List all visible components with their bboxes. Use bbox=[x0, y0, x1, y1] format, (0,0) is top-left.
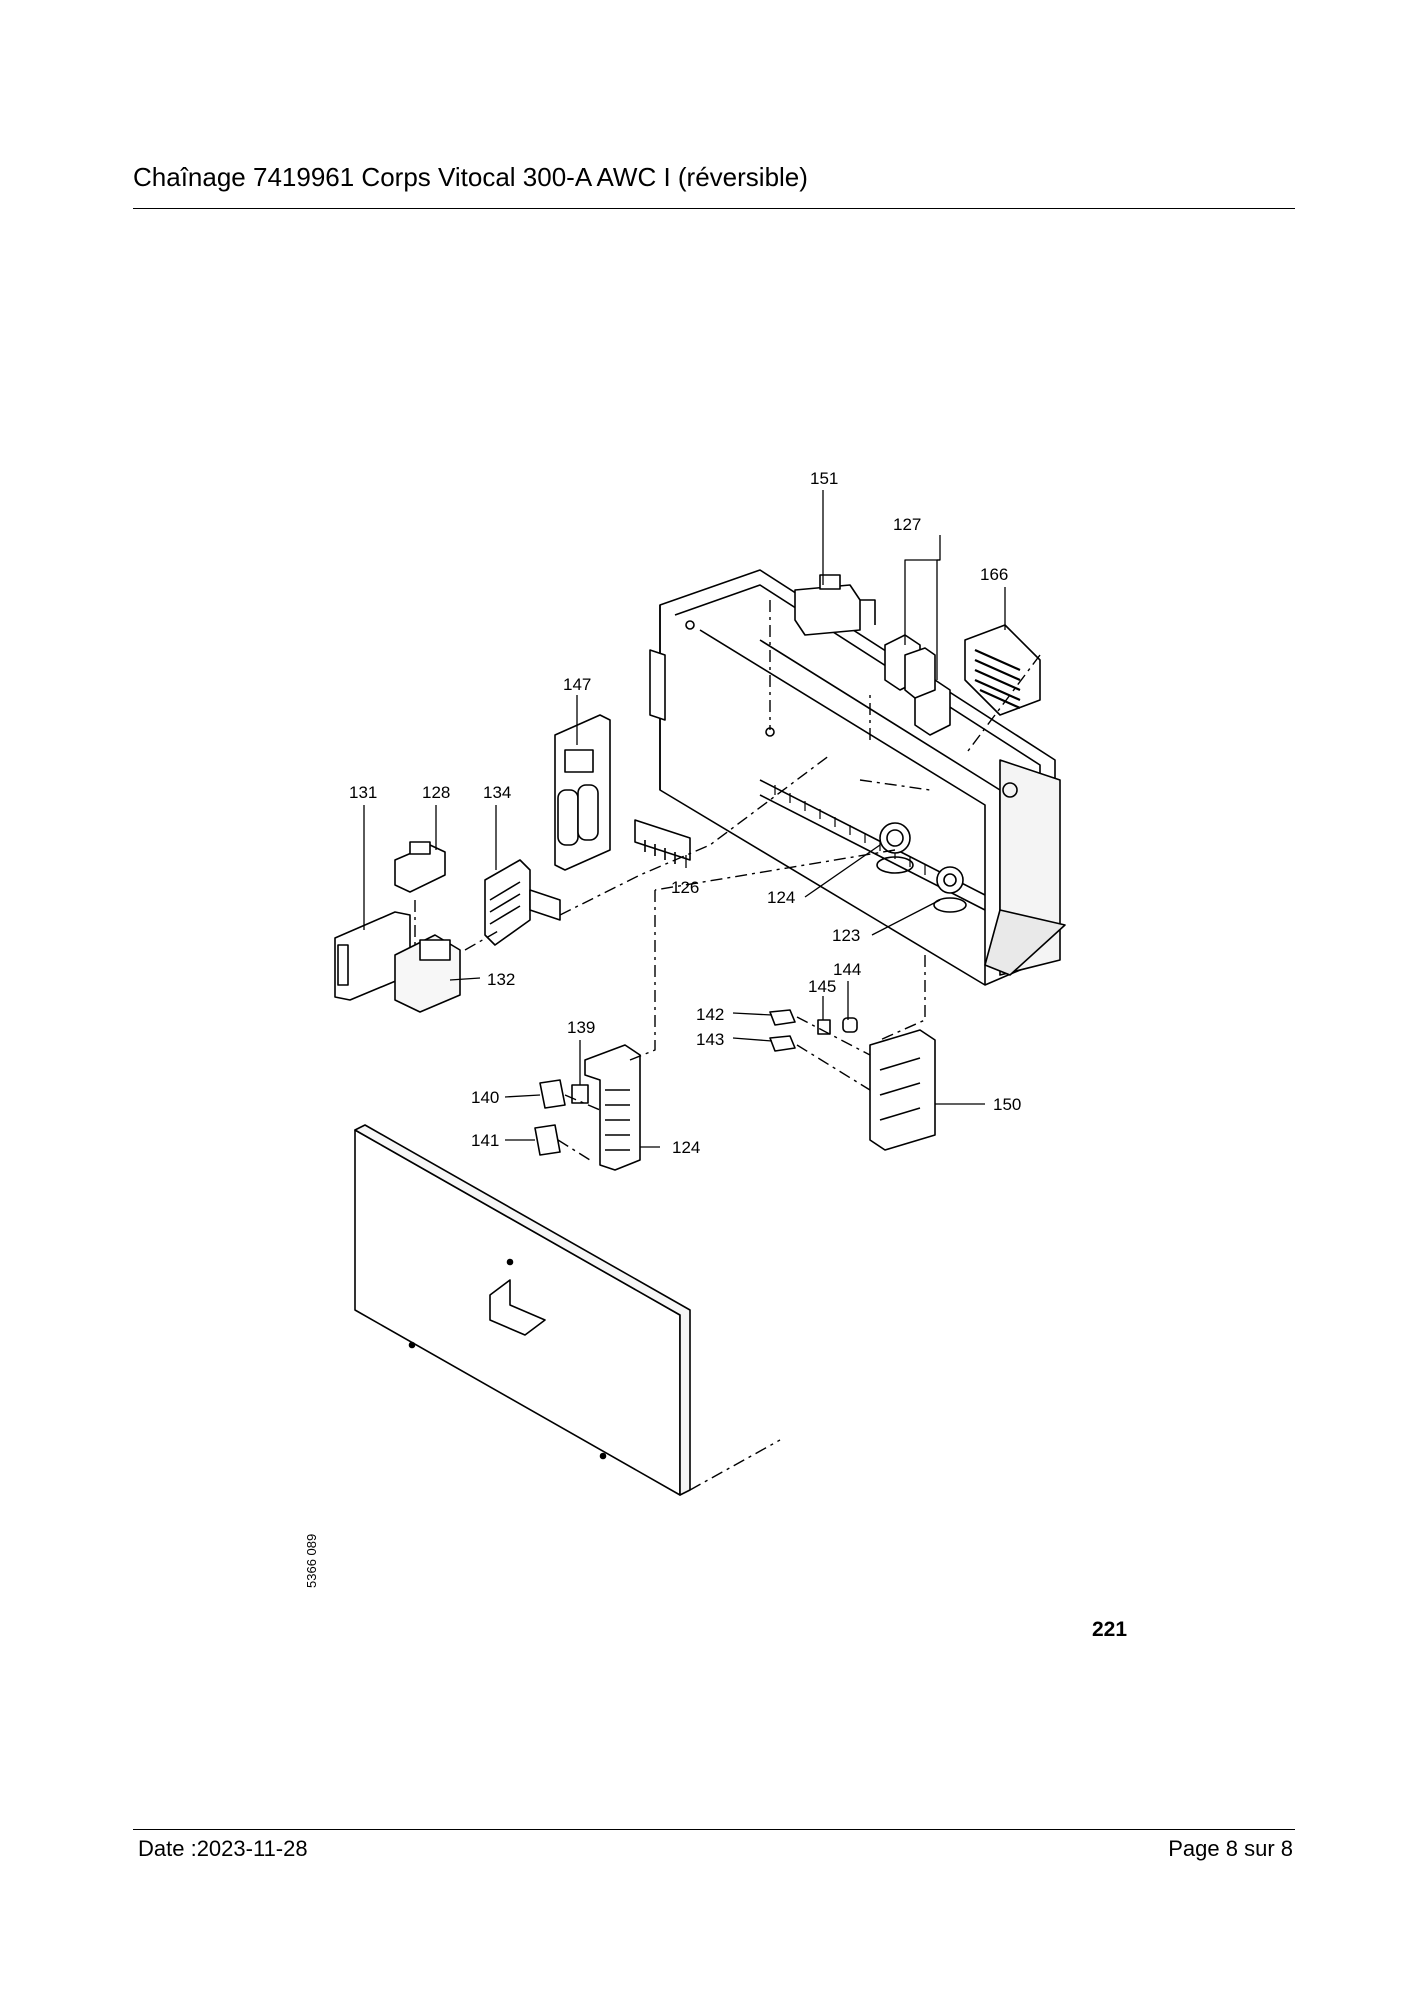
part-150-board bbox=[869, 1029, 936, 1151]
part-128-relay bbox=[394, 841, 446, 893]
callout-142: 142 bbox=[696, 1005, 724, 1024]
part-140-plug bbox=[539, 1079, 566, 1109]
callout-141: 141 bbox=[471, 1131, 499, 1150]
part-127-connectors bbox=[884, 634, 951, 736]
callout-151: 151 bbox=[810, 469, 838, 488]
leader-lines bbox=[363, 490, 1006, 1148]
callout-143: 143 bbox=[696, 1030, 724, 1049]
part-141-plug bbox=[534, 1124, 561, 1156]
callout-132: 132 bbox=[487, 970, 515, 989]
part-142-sensor bbox=[769, 1009, 796, 1026]
callout-128: 128 bbox=[422, 783, 450, 802]
part-134-board bbox=[484, 859, 561, 946]
footer-rule bbox=[133, 1829, 1295, 1830]
callout-127: 127 bbox=[893, 515, 921, 534]
callout-145: 145 bbox=[808, 977, 836, 996]
callout-166: 166 bbox=[980, 565, 1008, 584]
footer-date: Date :2023-11-28 bbox=[138, 1836, 308, 1861]
callout-124-lower: 124 bbox=[672, 1138, 700, 1157]
part-144-plug bbox=[842, 1017, 858, 1033]
document-title: Chaînage 7419961 Corps Vitocal 300-A AWC… bbox=[133, 162, 808, 192]
callout-139: 139 bbox=[567, 1018, 595, 1037]
part-123-cable-gland bbox=[933, 866, 967, 913]
front-cover-panel bbox=[354, 1124, 691, 1496]
callout-123: 123 bbox=[832, 926, 860, 945]
assembly-dash-lines bbox=[414, 600, 1041, 1491]
callout-147: 147 bbox=[563, 675, 591, 694]
part-139-plug bbox=[571, 1084, 589, 1104]
callout-134: 134 bbox=[483, 783, 511, 802]
callout-131: 131 bbox=[349, 783, 377, 802]
part-132-housing bbox=[394, 934, 461, 1013]
callout-124-upper: 124 bbox=[767, 888, 795, 907]
part-145-plug bbox=[817, 1019, 831, 1035]
figure-number: 221 bbox=[1092, 1618, 1128, 1641]
callout-140: 140 bbox=[471, 1088, 499, 1107]
part-143-sensor bbox=[769, 1035, 796, 1052]
part-147-board bbox=[554, 714, 611, 871]
callout-150: 150 bbox=[993, 1095, 1021, 1114]
callout-144: 144 bbox=[833, 960, 861, 979]
callout-labels: 151 127 166 147 131 128 134 126 124 123 … bbox=[349, 469, 1021, 1157]
callout-126: 126 bbox=[671, 878, 699, 897]
page-number: Page 8 sur 8 bbox=[1168, 1836, 1293, 1861]
part-126-connector-strip bbox=[634, 819, 691, 864]
header-rule bbox=[133, 208, 1295, 209]
part-151-transformer bbox=[794, 574, 876, 636]
part-124-terminal-rail bbox=[584, 1044, 641, 1171]
part-124-cable-gland bbox=[876, 822, 914, 874]
drawing-reference-code: 5366 089 bbox=[304, 1533, 319, 1588]
